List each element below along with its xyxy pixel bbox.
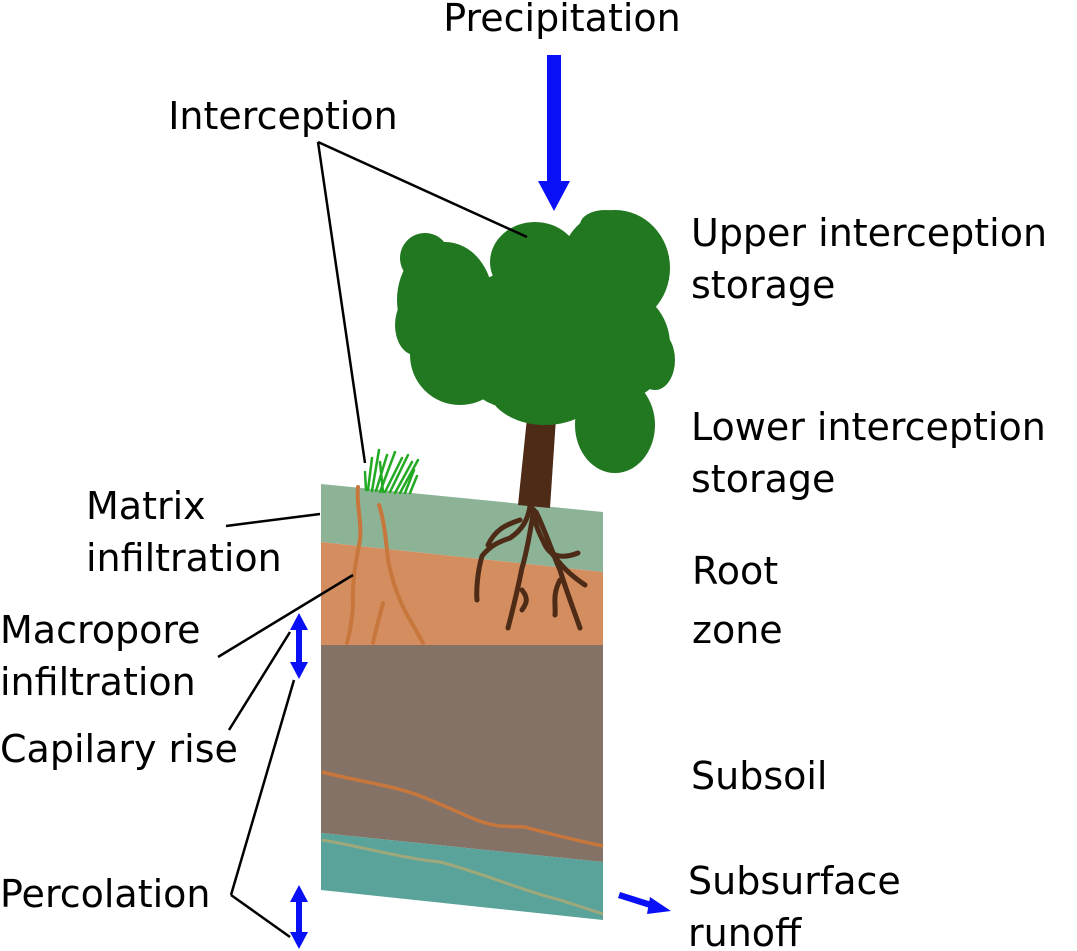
root-zone-label-line1: Root bbox=[692, 549, 778, 593]
macropore-leader bbox=[217, 573, 354, 659]
subsurface-runoff-label-line2: runoff bbox=[688, 911, 802, 951]
subsoil-vein bbox=[321, 770, 604, 848]
leader-lines bbox=[217, 140, 528, 939]
macropore-3 bbox=[371, 601, 385, 645]
arrows bbox=[290, 55, 671, 949]
macropore-infiltration-label-line1: Macropore bbox=[0, 608, 201, 652]
subsurface-runoff-arrow bbox=[618, 892, 671, 914]
interception-label: Interception bbox=[168, 94, 398, 138]
groundwater-vein bbox=[321, 838, 604, 916]
macropore-1 bbox=[345, 485, 363, 645]
macropores bbox=[345, 485, 425, 645]
matrix-infiltration-label-line1: Matrix bbox=[86, 484, 206, 528]
matrix-infiltration-label-line2: infiltration bbox=[86, 536, 282, 580]
upper-interception-label-line1: Upper interception bbox=[691, 211, 1047, 255]
capillary-rise-label: Capilary rise bbox=[0, 727, 238, 771]
precipitation-arrow bbox=[538, 55, 570, 211]
tree bbox=[395, 210, 675, 631]
matrix-leader bbox=[225, 512, 321, 528]
root-zone-label-line2: zone bbox=[692, 608, 783, 652]
subsoil-layer bbox=[321, 645, 603, 862]
tree-trunk bbox=[518, 418, 556, 508]
tree-canopy bbox=[395, 210, 675, 473]
capillary-rise-arrow bbox=[290, 613, 308, 679]
interception-leader-grass bbox=[316, 141, 367, 464]
labels: Precipitation Interception Upper interce… bbox=[0, 0, 1047, 951]
grass bbox=[363, 448, 420, 495]
tree-roots bbox=[474, 503, 588, 631]
macropore-infiltration-label-line2: infiltration bbox=[0, 660, 196, 704]
soil-column bbox=[321, 484, 604, 920]
percolation-label: Percolation bbox=[0, 872, 211, 916]
lower-interception-label-line2: storage bbox=[691, 457, 835, 501]
subsoil-label: Subsoil bbox=[691, 754, 828, 798]
precipitation-label: Precipitation bbox=[443, 0, 681, 40]
lower-interception-label-line1: Lower interception bbox=[691, 405, 1046, 449]
subsurface-runoff-label-line1: Subsurface bbox=[688, 859, 901, 903]
interception-leader-canopy bbox=[317, 140, 528, 239]
percolation-leader-bottom bbox=[230, 893, 291, 939]
percolation-leader-top bbox=[229, 679, 296, 896]
percolation-arrow bbox=[290, 885, 308, 949]
capillary-leader bbox=[227, 631, 292, 731]
upper-interception-label-line2: storage bbox=[691, 263, 835, 307]
macropore-2 bbox=[377, 503, 425, 645]
